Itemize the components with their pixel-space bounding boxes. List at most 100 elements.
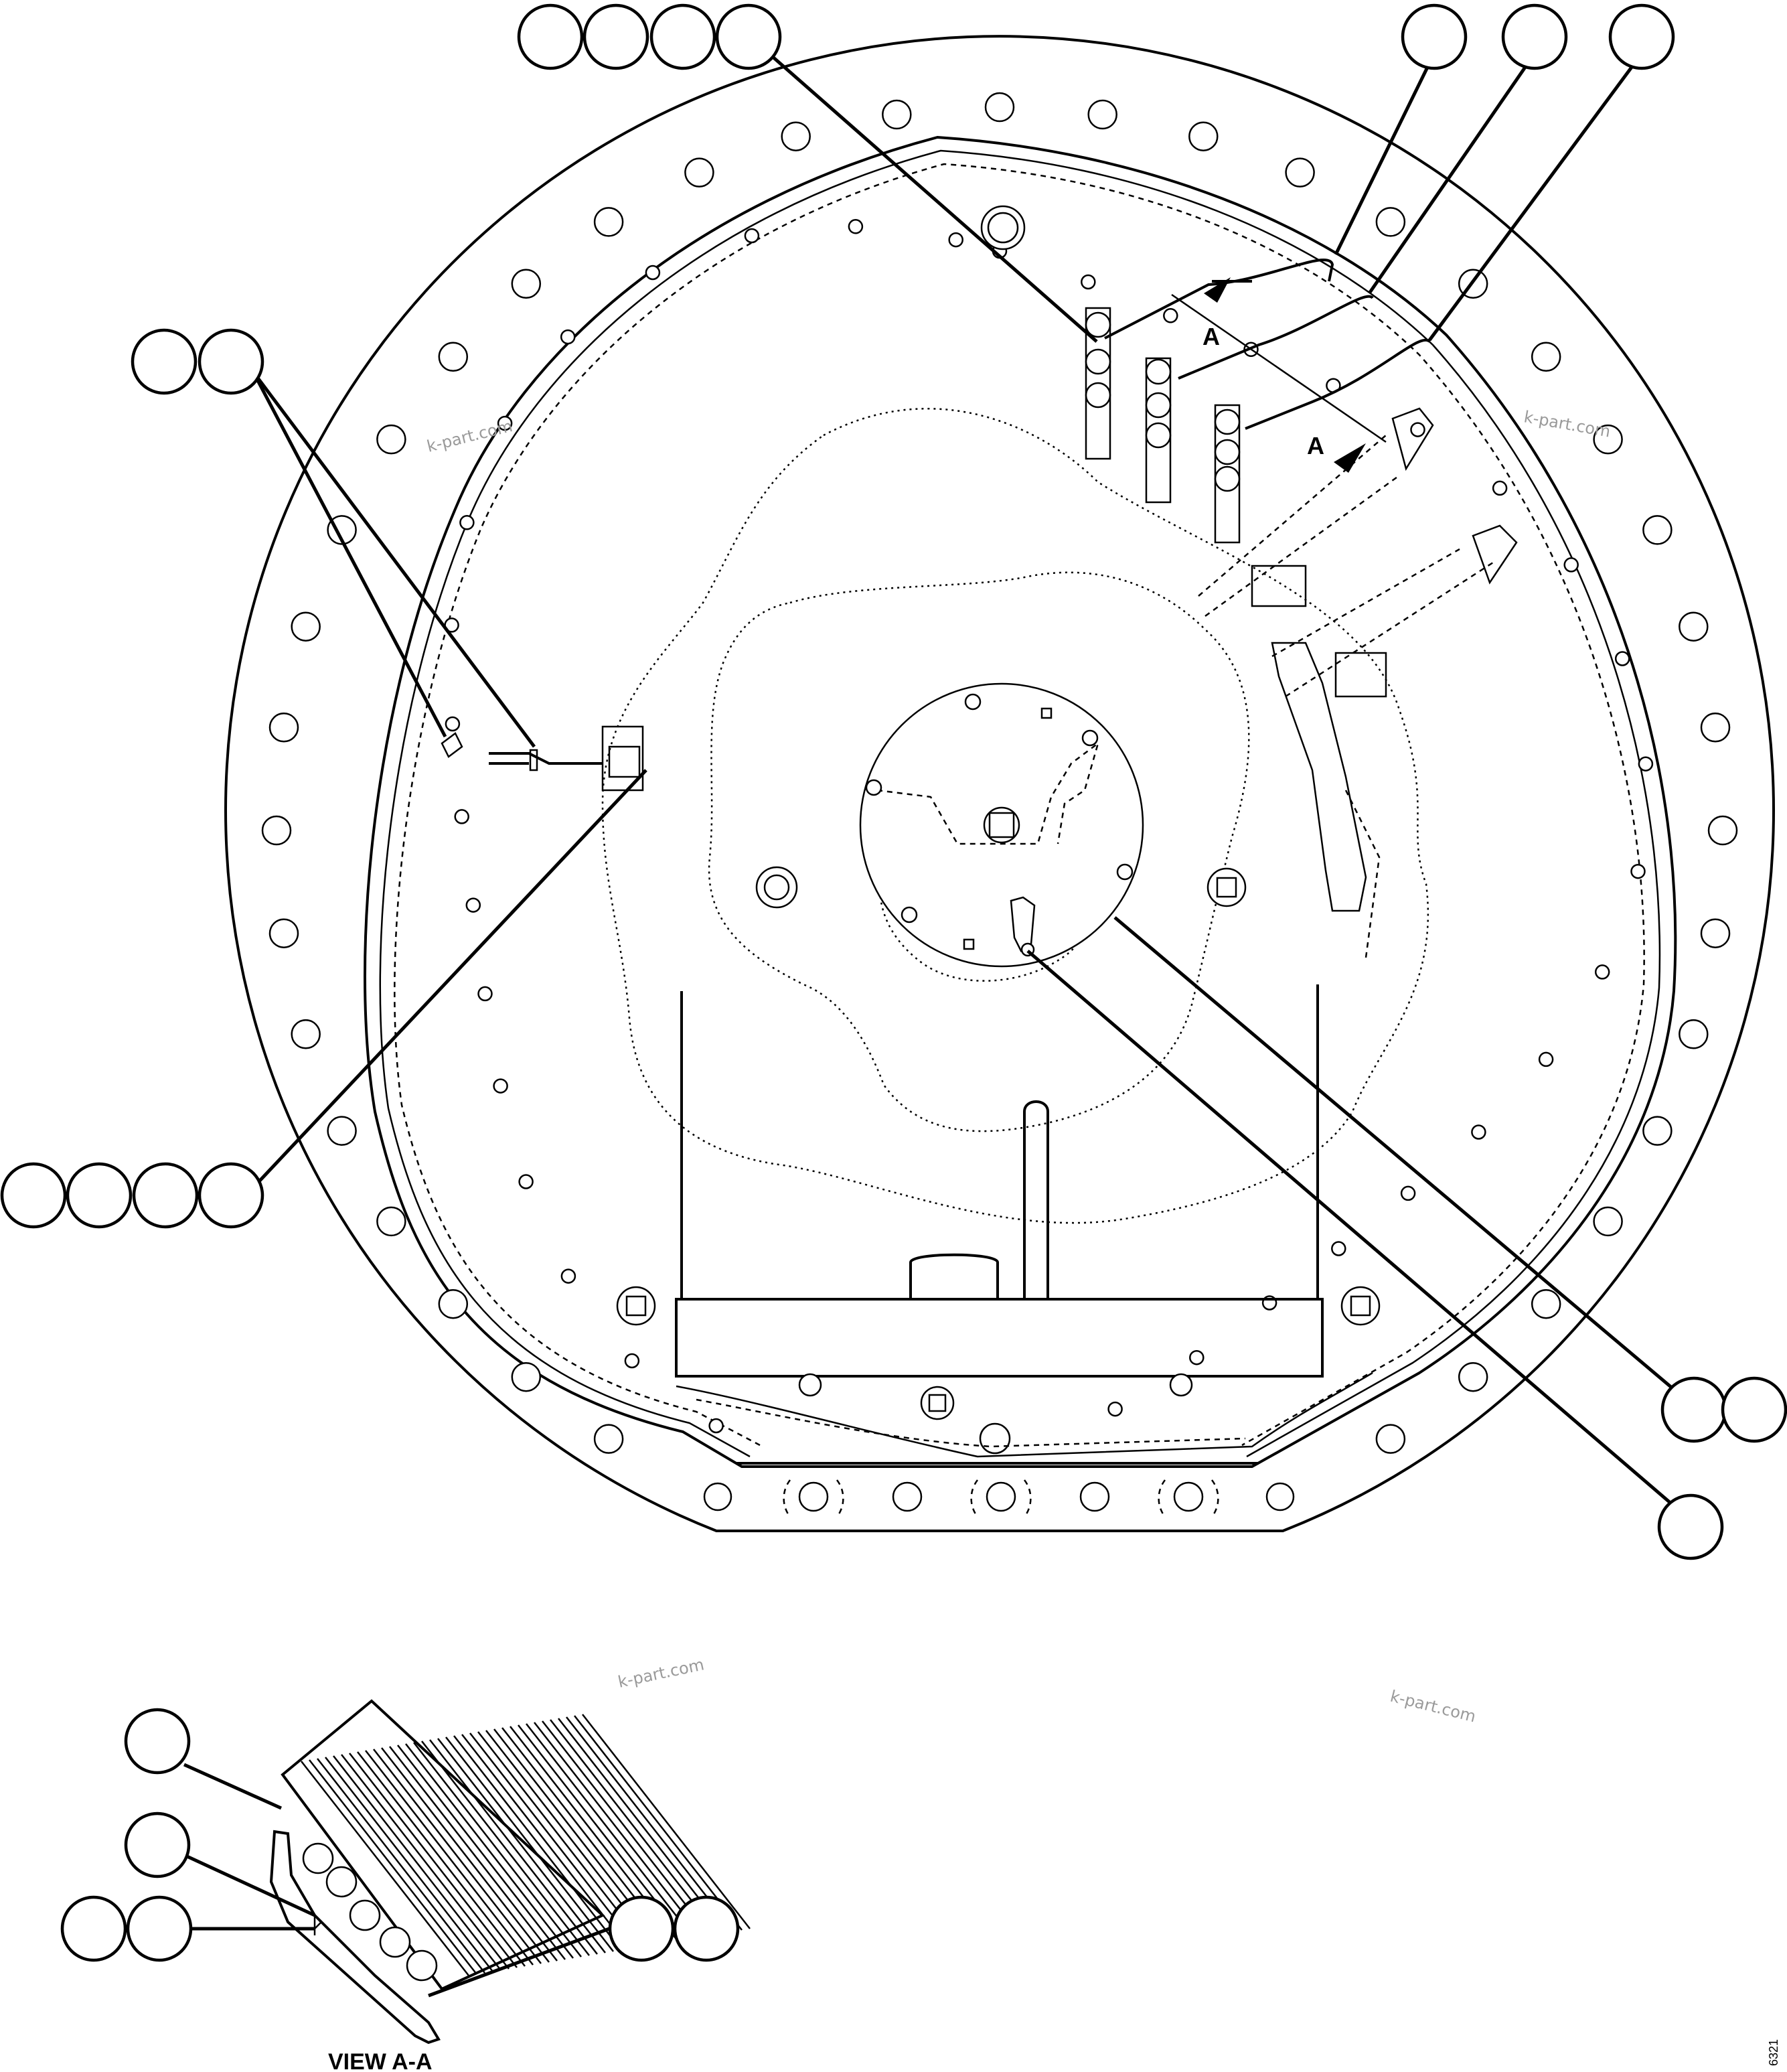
hatch-line bbox=[461, 1734, 630, 1949]
inner-bolt-hole bbox=[1081, 274, 1096, 290]
flange-bolt-hole bbox=[1593, 424, 1623, 455]
callout-left-upper-group bbox=[131, 328, 264, 395]
callout-top-right bbox=[1401, 3, 1675, 70]
flange-bolt-hole bbox=[1642, 515, 1673, 545]
hatch-line bbox=[429, 1739, 598, 1955]
view-aa-detail: VIEW A-A bbox=[269, 1699, 751, 2072]
flange-bolt-hole bbox=[291, 1019, 321, 1049]
inner-bolt-hole bbox=[948, 232, 963, 248]
inner-bolt-hole bbox=[1107, 1401, 1123, 1417]
flange-bolt-hole bbox=[1531, 1288, 1561, 1319]
callout-bubble bbox=[126, 1895, 193, 1962]
callout-bubble bbox=[124, 1708, 191, 1775]
inner-bolt-hole bbox=[445, 716, 461, 732]
inner-bolt-hole bbox=[708, 1418, 724, 1434]
flange-bolt-hole bbox=[593, 207, 624, 237]
watermark-1: k-part.com bbox=[425, 417, 515, 456]
inner-bolt-hole bbox=[518, 1174, 534, 1189]
callout-bubble bbox=[66, 1162, 133, 1229]
flange-bolt-hole bbox=[1087, 99, 1117, 130]
inner-bolt-hole bbox=[1163, 308, 1178, 323]
hatch-line bbox=[542, 1720, 710, 1936]
flange-bolt-hole bbox=[1285, 157, 1315, 188]
callout-bubble bbox=[649, 3, 716, 70]
hatch-line bbox=[341, 1754, 510, 1970]
boss-plugs bbox=[616, 205, 1381, 1326]
callout-bubble bbox=[0, 1162, 67, 1229]
flange-bolt-hole bbox=[376, 424, 406, 455]
inner-bolt-hole bbox=[1630, 863, 1646, 879]
flange-bolt-hole bbox=[1375, 207, 1406, 237]
callout-bubble bbox=[1660, 1376, 1727, 1443]
inner-bolt-hole bbox=[1563, 557, 1579, 573]
flange-bolt-hole bbox=[1188, 121, 1219, 151]
callout-bubble bbox=[673, 1895, 740, 1962]
hatch-line bbox=[365, 1750, 534, 1966]
callout-bubble bbox=[1608, 3, 1675, 70]
inner-bolt-hole bbox=[465, 897, 481, 913]
hatch-line bbox=[325, 1757, 493, 1972]
inner-bolt-hole bbox=[493, 1078, 508, 1094]
hatch-line bbox=[301, 1761, 469, 1976]
inner-bolt-holes bbox=[444, 219, 1654, 1434]
watermark-4: k-part.com bbox=[1389, 1687, 1478, 1726]
hatch-line bbox=[437, 1738, 606, 1953]
callout-view-aa bbox=[60, 1708, 740, 1962]
callout-bubble bbox=[517, 3, 584, 70]
inner-bolt-hole bbox=[645, 265, 661, 281]
flange-bolt-hole bbox=[327, 515, 357, 545]
callout-bubble bbox=[198, 1162, 264, 1229]
flange-bolt-hole bbox=[438, 342, 469, 372]
inner-bolt-hole bbox=[1614, 651, 1630, 666]
inner-bolt-hole bbox=[1638, 756, 1654, 771]
inner-bolt-hole bbox=[477, 986, 493, 1002]
callout-bubble bbox=[1401, 3, 1468, 70]
callout-bubble bbox=[1501, 3, 1568, 70]
hatch-line bbox=[405, 1743, 574, 1959]
flange-bolt-hole bbox=[684, 157, 714, 188]
flange-bolt-hole bbox=[268, 713, 299, 743]
callout-bubble bbox=[124, 1811, 191, 1878]
flange-bolt-hole bbox=[261, 815, 292, 846]
hatch-line bbox=[582, 1714, 751, 1929]
hatch-line bbox=[389, 1746, 558, 1962]
inner-bolt-hole bbox=[1189, 1349, 1205, 1365]
callout-bubble bbox=[582, 3, 649, 70]
internal-hidden-contours bbox=[601, 408, 1429, 1224]
callout-right-lower-group bbox=[1660, 1376, 1787, 1443]
flange-bolt-hole bbox=[1531, 342, 1561, 372]
flange-bolt-hole bbox=[291, 611, 321, 642]
hatch-line bbox=[574, 1715, 743, 1931]
inner-bolt-hole bbox=[1492, 480, 1508, 496]
flange-bolt-hole bbox=[327, 1116, 357, 1146]
hatch-line bbox=[421, 1741, 590, 1956]
hatch-line bbox=[453, 1735, 622, 1951]
callout-bubble bbox=[60, 1895, 127, 1962]
hatch-line bbox=[526, 1723, 694, 1939]
inner-bolt-hole bbox=[1331, 1241, 1346, 1256]
view-label: VIEW A-A bbox=[328, 2049, 433, 2072]
callout-bubble bbox=[1657, 1493, 1724, 1560]
flange-bolt-hole bbox=[511, 269, 542, 299]
inner-bolt-hole bbox=[454, 809, 469, 824]
section-mark-upper: A bbox=[1202, 323, 1220, 350]
callout-bubble bbox=[715, 3, 782, 70]
inner-bolt-hole bbox=[560, 1268, 576, 1284]
flange-bolt-hole bbox=[1642, 1116, 1673, 1146]
watermark-2: k-part.com bbox=[1523, 407, 1612, 441]
callout-bubble bbox=[131, 328, 198, 395]
inner-bolt-hole bbox=[1471, 1124, 1486, 1140]
inner-bolt-hole bbox=[624, 1353, 640, 1369]
callout-right-bottom bbox=[1657, 1493, 1724, 1560]
flange-bolt-hole bbox=[1707, 815, 1738, 846]
flange-bolt-hole bbox=[984, 92, 1015, 123]
flange-bolt-hole bbox=[268, 918, 299, 948]
flange-bolt-hole bbox=[1679, 611, 1709, 642]
flange-bolt-hole bbox=[511, 1361, 542, 1392]
speed-sensor bbox=[441, 725, 644, 792]
section-mark-lower: A bbox=[1307, 432, 1324, 459]
callout-leaders bbox=[183, 35, 1695, 1998]
inner-bolt-hole bbox=[497, 415, 513, 431]
hatch-line bbox=[349, 1753, 518, 1968]
